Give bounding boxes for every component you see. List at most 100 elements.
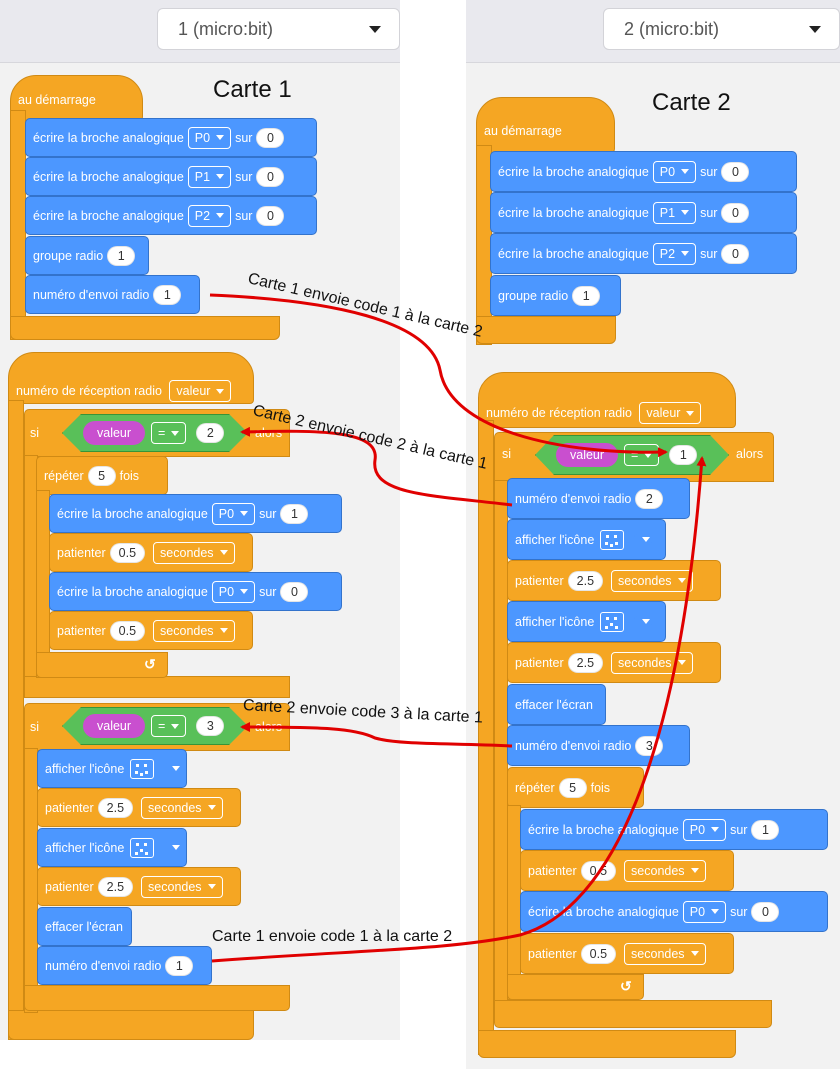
pin-dropdown[interactable]: P0 [652, 160, 697, 183]
left-analog-write-p2[interactable]: écrire la broche analogique P2 sur 0 [25, 196, 317, 235]
value-input[interactable]: 0 [256, 127, 285, 148]
operator-dropdown[interactable]: = [151, 715, 186, 737]
left-wait-4[interactable]: patienter 2.5 secondes [37, 867, 241, 906]
unit-dropdown[interactable]: secondes [153, 619, 235, 642]
left-clear-screen[interactable]: effacer l'écran [37, 907, 132, 946]
value-input[interactable]: 1 [165, 955, 194, 976]
left-write-p0-0[interactable]: écrire la broche analogique P0 sur 0 [49, 572, 342, 611]
left-device-select[interactable]: 1 (micro:bit) [157, 8, 400, 50]
left-radio-send[interactable]: numéro d'envoi radio 1 [25, 275, 200, 314]
value-input[interactable]: 3 [635, 735, 664, 756]
value-input[interactable]: 1 [751, 819, 780, 840]
left-wait-3[interactable]: patienter 2.5 secondes [37, 788, 241, 827]
value-input[interactable]: 0 [280, 581, 309, 602]
unit-dropdown[interactable]: secondes [141, 875, 223, 898]
value-input[interactable]: 2.5 [97, 797, 134, 818]
unit-dropdown[interactable]: secondes [153, 541, 235, 564]
unit-dropdown[interactable]: secondes [611, 569, 693, 592]
unit-dropdown[interactable]: secondes [141, 796, 223, 819]
right-repeat[interactable]: répéter 5 fois [507, 767, 644, 808]
left-radio-group[interactable]: groupe radio 1 [25, 236, 149, 275]
value-input[interactable]: 0.5 [109, 620, 146, 641]
right-write-p0-0[interactable]: écrire la broche analogique P0 sur 0 [520, 891, 828, 932]
value-input[interactable]: 3 [196, 716, 224, 736]
right-show-icon-2[interactable]: afficher l'icône [507, 601, 666, 642]
chevron-down-icon[interactable] [634, 534, 653, 545]
right-analog-write-p1[interactable]: écrire la broche analogique P1 sur 0 [490, 192, 797, 233]
right-show-icon-1[interactable]: afficher l'icône [507, 519, 666, 560]
left-wait-1[interactable]: patienter 0.5 secondes [49, 533, 253, 572]
value-input[interactable]: 0 [256, 166, 285, 187]
value-input[interactable]: 1 [669, 445, 697, 465]
right-wait-4[interactable]: patienter 0.5 secondes [520, 933, 734, 974]
variable-valeur[interactable]: valeur [83, 421, 145, 445]
value-input[interactable]: 0.5 [580, 860, 617, 881]
value-input[interactable]: 5 [558, 777, 587, 798]
pin-dropdown[interactable]: P0 [682, 818, 727, 841]
value-input[interactable]: 0 [721, 202, 750, 223]
smiley-icon[interactable] [600, 529, 625, 550]
unit-dropdown[interactable]: secondes [624, 859, 706, 882]
left-repeat[interactable]: répéter 5 fois [36, 456, 168, 495]
value-input[interactable]: 1 [280, 503, 309, 524]
right-wait-3[interactable]: patienter 0.5 secondes [520, 850, 734, 891]
left-if2-condition[interactable]: valeur = 3 [62, 707, 248, 745]
value-input[interactable]: 0.5 [580, 943, 617, 964]
unit-dropdown[interactable]: secondes [624, 942, 706, 965]
pin-dropdown[interactable]: P0 [187, 126, 232, 149]
param-dropdown[interactable]: valeur [169, 380, 232, 402]
left-analog-write-p0[interactable]: écrire la broche analogique P0 sur 0 [25, 118, 317, 157]
chevron-down-icon[interactable] [164, 842, 182, 853]
right-write-p0-1[interactable]: écrire la broche analogique P0 sur 1 [520, 809, 828, 850]
chevron-down-icon[interactable] [164, 763, 182, 774]
right-radio-send-2[interactable]: numéro d'envoi radio 3 [507, 725, 690, 766]
sad-icon[interactable] [600, 611, 625, 632]
operator-dropdown[interactable]: = [151, 422, 186, 444]
right-radio-send-1[interactable]: numéro d'envoi radio 2 [507, 478, 690, 519]
left-show-icon-2[interactable]: afficher l'icône [37, 828, 187, 867]
right-wait-2[interactable]: patienter 2.5 secondes [507, 642, 721, 683]
right-clear-screen[interactable]: effacer l'écran [507, 684, 606, 725]
value-input[interactable]: 2 [635, 488, 664, 509]
right-analog-write-p2[interactable]: écrire la broche analogique P2 sur 0 [490, 233, 797, 274]
value-input[interactable]: 0 [721, 161, 750, 182]
value-input[interactable]: 0 [751, 901, 780, 922]
value-input[interactable]: 1 [107, 245, 136, 266]
right-wait-1[interactable]: patienter 2.5 secondes [507, 560, 721, 601]
variable-valeur[interactable]: valeur [83, 714, 145, 738]
operator-dropdown[interactable]: = [624, 444, 659, 466]
value-input[interactable]: 2.5 [97, 876, 134, 897]
pin-dropdown[interactable]: P2 [187, 204, 232, 227]
smiley-icon[interactable] [130, 758, 154, 779]
pin-dropdown[interactable]: P2 [652, 242, 697, 265]
value-input[interactable]: 0 [721, 243, 750, 264]
value-input[interactable]: 5 [87, 465, 116, 486]
value-input[interactable]: 1 [153, 284, 182, 305]
pin-dropdown[interactable]: P0 [682, 900, 727, 923]
right-if1-condition[interactable]: valeur = 1 [535, 435, 729, 475]
left-wait-2[interactable]: patienter 0.5 secondes [49, 611, 253, 650]
chevron-down-icon[interactable] [634, 616, 653, 627]
pin-dropdown[interactable]: P0 [211, 580, 256, 603]
value-input[interactable]: 0 [256, 205, 285, 226]
unit-dropdown[interactable]: secondes [611, 651, 693, 674]
value-input[interactable]: 2 [196, 423, 224, 443]
pin-dropdown[interactable]: P0 [211, 502, 256, 525]
value-input[interactable]: 1 [572, 285, 601, 306]
left-if1-condition[interactable]: valeur = 2 [62, 414, 248, 452]
right-analog-write-p0[interactable]: écrire la broche analogique P0 sur 0 [490, 151, 797, 192]
right-device-select[interactable]: 2 (micro:bit) [603, 8, 840, 50]
variable-valeur[interactable]: valeur [556, 443, 618, 467]
right-radio-group[interactable]: groupe radio 1 [490, 275, 621, 316]
left-analog-write-p1[interactable]: écrire la broche analogique P1 sur 0 [25, 157, 317, 196]
right-on-start-hat[interactable] [476, 97, 615, 153]
param-dropdown[interactable]: valeur [639, 402, 702, 424]
pin-dropdown[interactable]: P1 [652, 201, 697, 224]
left-radio-send-2[interactable]: numéro d'envoi radio 1 [37, 946, 212, 985]
value-input[interactable]: 0.5 [109, 542, 146, 563]
sad-icon[interactable] [130, 837, 154, 858]
value-input[interactable]: 2.5 [567, 570, 604, 591]
left-show-icon-1[interactable]: afficher l'icône [37, 749, 187, 788]
pin-dropdown[interactable]: P1 [187, 165, 232, 188]
value-input[interactable]: 2.5 [567, 652, 604, 673]
